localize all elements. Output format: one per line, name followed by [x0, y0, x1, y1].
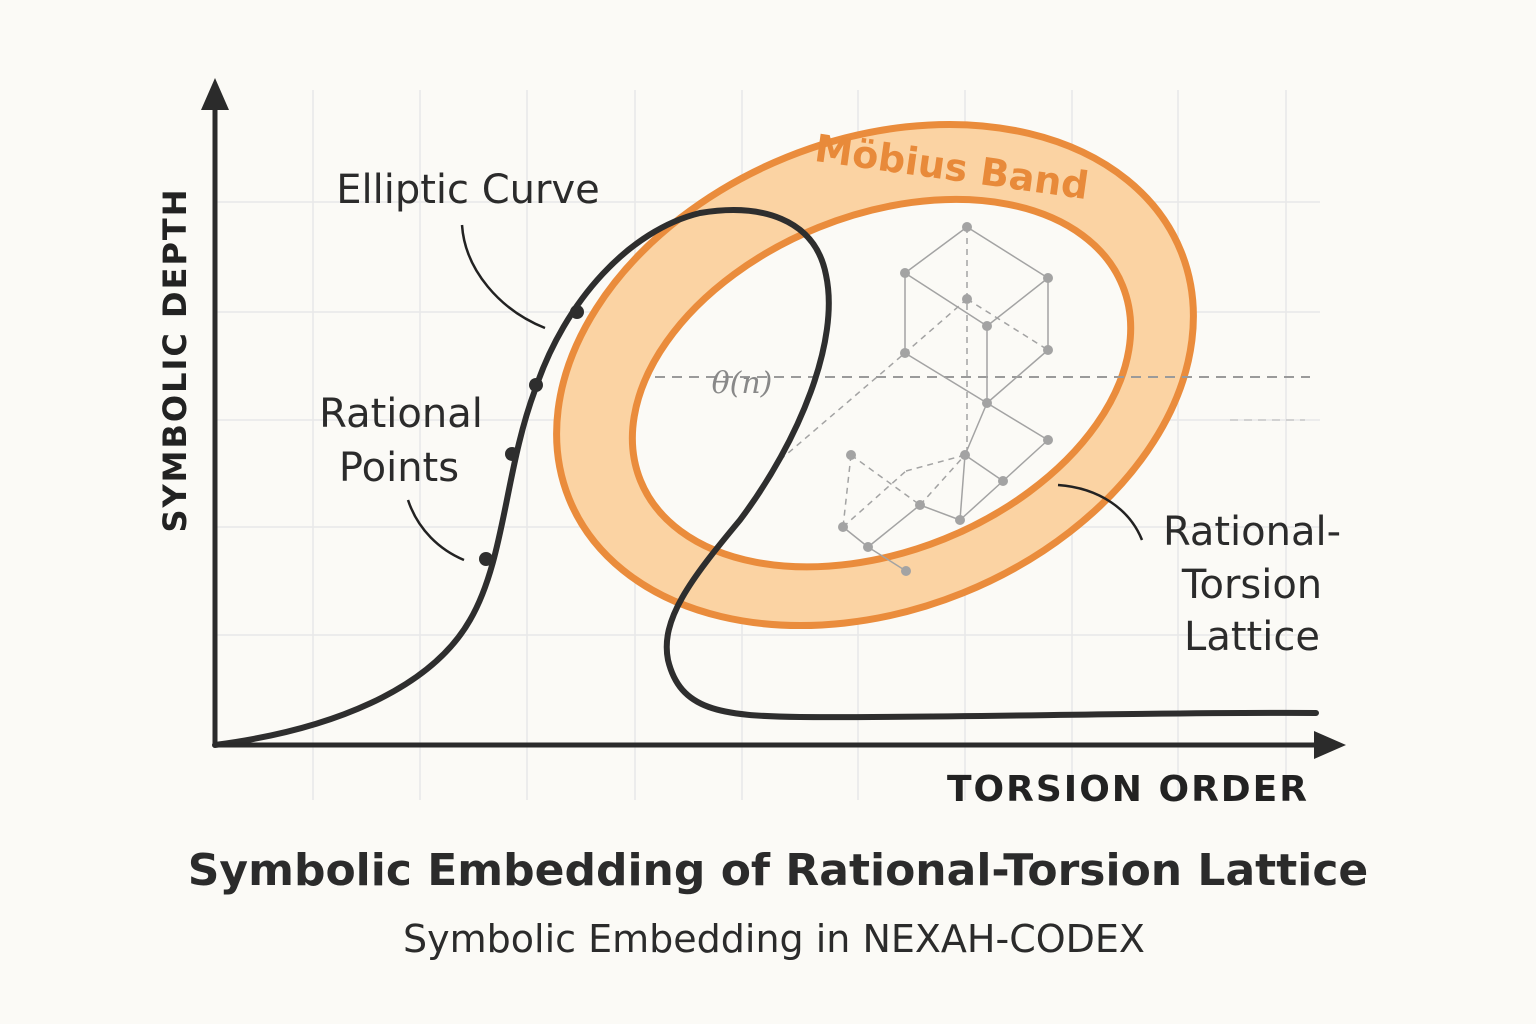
theta-label: θ(n) [712, 366, 773, 401]
elliptic-curve [212, 207, 1319, 748]
rational-points-label-line2: Points [339, 445, 459, 491]
axes [201, 78, 1346, 759]
lattice-nodes [838, 222, 1053, 576]
rational-point [529, 378, 543, 392]
lattice-label-line2: Torsion [1181, 562, 1322, 608]
diagram-title: Symbolic Embedding of Rational-Torsion L… [188, 845, 1369, 896]
y-axis-label: SYMBOLIC DEPTH [156, 187, 194, 532]
rational-point [505, 447, 519, 461]
elliptic-curve-label: Elliptic Curve [336, 167, 600, 213]
rational-points-leader [406, 499, 465, 562]
mobius-band [553, 120, 1197, 630]
elliptic-curve-leader [460, 224, 546, 330]
rational-point [479, 552, 493, 566]
lattice-label-line1: Rational- [1163, 509, 1341, 555]
arrow-right-icon [1314, 731, 1346, 759]
diagram-subtitle: Symbolic Embedding in NEXAH-CODEX [403, 917, 1145, 961]
lattice-dashed-edges [779, 227, 1049, 528]
x-axis-label: TORSION ORDER [947, 769, 1309, 810]
lattice-label-line3: Lattice [1184, 614, 1320, 660]
rational-points [479, 305, 584, 566]
rational-point [570, 305, 584, 319]
lattice-leader [1057, 483, 1144, 541]
arrow-up-icon [201, 78, 229, 110]
rational-points-label-line1: Rational [319, 391, 483, 437]
